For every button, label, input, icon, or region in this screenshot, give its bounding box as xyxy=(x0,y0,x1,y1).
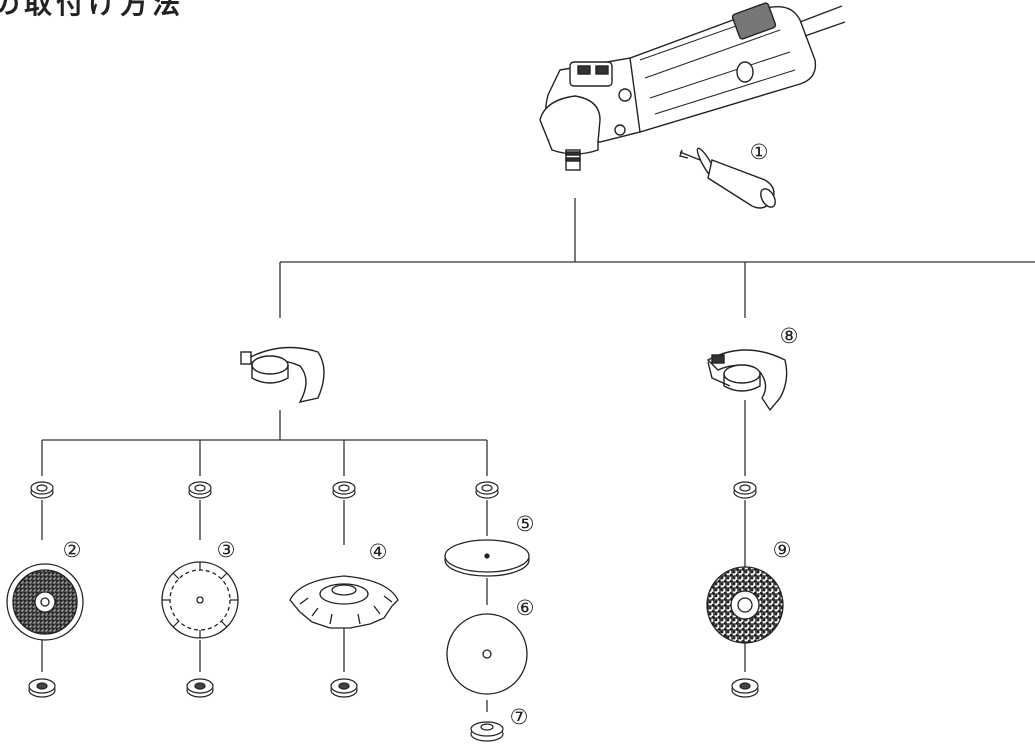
wheel-guard-icon xyxy=(706,349,788,412)
callout-4: ④ xyxy=(368,540,388,564)
callout-7: ⑦ xyxy=(509,705,529,729)
callout-9: ⑨ xyxy=(772,538,792,562)
diamond-blade-icon xyxy=(161,561,239,639)
sanding-disc-icon xyxy=(446,613,528,695)
diagram-heading: の取付け方法 xyxy=(0,0,185,20)
angle-grinder-icon xyxy=(539,2,846,171)
connector-lines xyxy=(41,198,1035,712)
callout-6: ⑥ xyxy=(515,596,535,620)
callout-8: ⑧ xyxy=(779,324,799,348)
lock-nut-icon xyxy=(28,678,759,698)
inner-flange-icon xyxy=(30,481,757,499)
callout-3: ③ xyxy=(216,538,236,562)
grinding-wheel-icon xyxy=(6,563,84,641)
callout-2: ② xyxy=(62,538,82,562)
side-handle-icon xyxy=(679,147,776,209)
super-flange-icon xyxy=(470,721,504,742)
grinding-wheel-icon xyxy=(706,566,784,644)
cup-wheel-icon xyxy=(289,575,399,629)
callout-1: ① xyxy=(749,140,769,164)
callout-5: ⑤ xyxy=(515,512,535,536)
rubber-pad-icon xyxy=(444,539,530,577)
wheel-guard-icon xyxy=(240,346,325,404)
